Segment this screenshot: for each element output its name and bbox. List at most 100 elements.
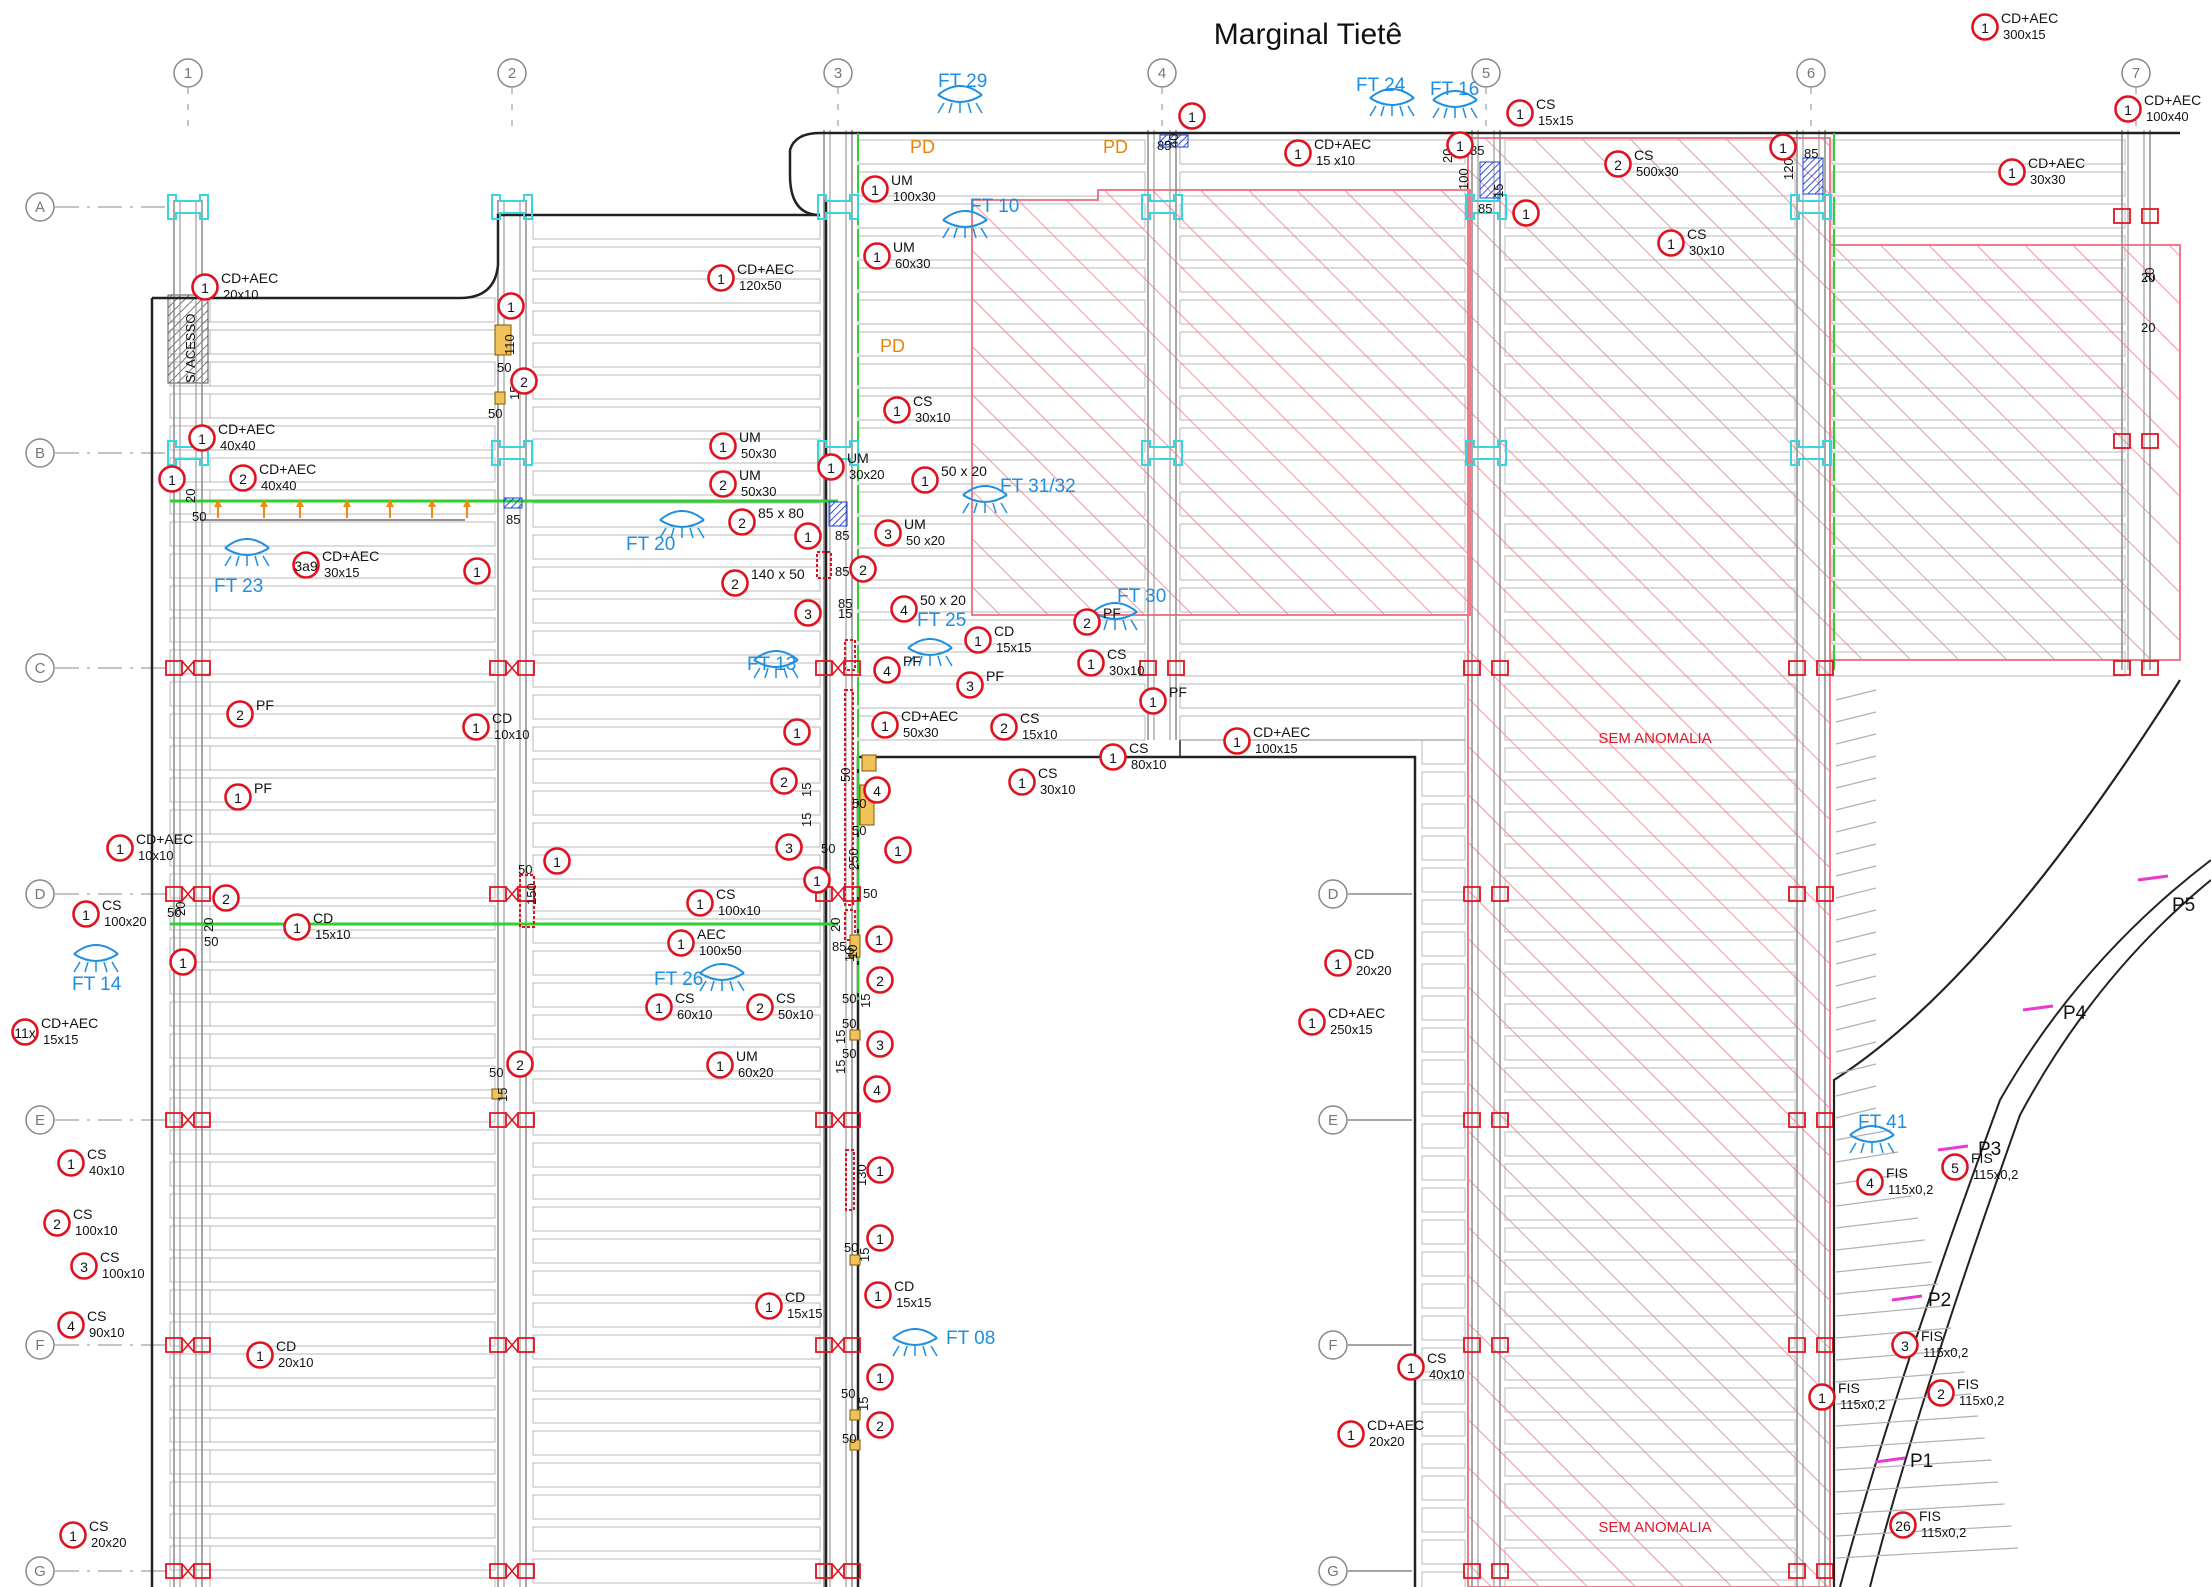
- marker-label: 100x20: [104, 914, 147, 929]
- anomaly-marker: 2: [770, 767, 798, 795]
- camera-eye-lash: [922, 1345, 927, 1357]
- camera-eye-arc: [1369, 97, 1415, 106]
- marker-label: 80x10: [1131, 757, 1166, 772]
- marker-label: 120x50: [739, 278, 782, 293]
- bearing-symbol: [1141, 440, 1183, 466]
- dimension-label: 50: [167, 905, 181, 920]
- marker-circle: [863, 242, 891, 270]
- dimension-label: 50: [842, 991, 856, 1006]
- marker-number: 1: [82, 907, 90, 923]
- marker-label: 40x10: [1429, 1367, 1464, 1382]
- marker-number: 1: [765, 1299, 773, 1315]
- deck-plank: [209, 809, 496, 835]
- ramp-plank: [1835, 1481, 1999, 1493]
- marker-circle: [866, 1411, 894, 1439]
- svg-text:4: 4: [1158, 65, 1166, 82]
- deck-plank: [532, 694, 821, 720]
- ramp-plank: [1835, 1459, 1992, 1471]
- marker-label: CD: [492, 710, 512, 726]
- marker-circle: [863, 1075, 891, 1103]
- dimension-label: 15: [833, 1030, 848, 1044]
- deck-plank: [209, 905, 496, 931]
- marker-circle: [866, 1224, 894, 1252]
- dimension-label: 40: [1166, 134, 1181, 148]
- anomaly-marker: 1: [169, 948, 197, 976]
- marker-label: 60x30: [895, 256, 930, 271]
- pd-label: PD: [880, 336, 905, 356]
- deck-plank: [532, 374, 821, 400]
- marker-number: 1: [69, 1528, 77, 1544]
- marker-label: 15x10: [315, 927, 350, 942]
- no-anomaly-label: SEM ANOMALIA: [1598, 730, 1711, 747]
- marker-number: 1: [974, 633, 982, 649]
- marker-number: 1: [1981, 20, 1989, 36]
- photo-label-ft08: FT 08: [946, 1328, 995, 1349]
- photo-points: FT 29 FT 24 FT 16 FT 10 FT 31/32 FT 20 F…: [72, 71, 1907, 1349]
- ramp-plank: [1835, 1437, 1985, 1449]
- camera-eye-lash: [73, 961, 81, 973]
- marker-circle: [709, 432, 737, 460]
- marker-circle: [873, 656, 901, 684]
- marker-label: 10x10: [494, 727, 529, 742]
- marker-circle: [2114, 95, 2142, 123]
- deck-edge: [152, 213, 820, 300]
- deck-plank: [209, 1097, 496, 1123]
- dimension-label: 50: [488, 406, 502, 421]
- anomaly-marker: 285 x 80: [728, 505, 804, 536]
- deck-plank: [169, 1417, 211, 1443]
- deck-plank: [169, 777, 211, 803]
- ramp-plank: [1835, 733, 1877, 745]
- marker-label: CD+AEC: [221, 270, 278, 286]
- marker-label: 15 x10: [1316, 153, 1355, 168]
- bearing-symbol-red: [1788, 886, 1834, 902]
- bearing-symbol: [1790, 440, 1832, 466]
- camera-eye-lash: [224, 555, 232, 567]
- marker-number: 1: [793, 725, 801, 741]
- marker-number: 1: [894, 843, 902, 859]
- column-axis-5: 5: [1471, 58, 1501, 88]
- defect-patch-yellow: [849, 1409, 861, 1421]
- camera-eye-lash: [103, 961, 108, 973]
- marker-circle: [866, 1156, 894, 1184]
- camera-eye-lash: [1122, 619, 1127, 631]
- marker-number: 1: [696, 896, 704, 912]
- marker-circle: [543, 847, 571, 875]
- marker-circle: [57, 1311, 85, 1339]
- marker-circle: [686, 889, 714, 917]
- dimension-label: 50: [838, 768, 853, 782]
- marker-label: CS: [1020, 710, 1039, 726]
- bearing-symbol-red: [1463, 1337, 1509, 1353]
- defect-patch-red: [519, 874, 535, 928]
- svg-text:A: A: [35, 199, 45, 216]
- marker-number: 2: [520, 374, 528, 390]
- marker-circle: [1891, 1331, 1919, 1359]
- orange-arrow-head: [428, 499, 436, 507]
- deck-plank: [209, 1385, 496, 1411]
- marker-label: 20x20: [91, 1535, 126, 1550]
- marker-number: 1: [1188, 109, 1196, 125]
- deck-plank: [169, 841, 211, 867]
- marker-number: 1: [876, 1231, 884, 1247]
- marker-circle: [43, 1209, 71, 1237]
- anomaly-marker: 4: [863, 1075, 891, 1103]
- ramp-plank: [1835, 975, 1877, 987]
- dimension-label: 15: [858, 994, 873, 1008]
- anomaly-marker: 3: [775, 833, 803, 861]
- marker-number: 1: [2124, 102, 2132, 118]
- pier-joint: [1937, 1144, 1969, 1152]
- bearing-symbol: [1790, 194, 1832, 220]
- camera-eye-icon: [942, 210, 988, 239]
- camera-eye-lash: [1380, 105, 1385, 117]
- marker-circle: [728, 508, 756, 536]
- marker-number: 1: [1818, 1390, 1826, 1406]
- defect-patch-yellow: [494, 324, 512, 356]
- marker-label: 50 x 20: [920, 592, 966, 608]
- marker-number: 1: [472, 720, 480, 736]
- dimension-label: 20: [2142, 268, 2157, 282]
- row-axis-f-right: F: [1318, 1330, 1348, 1360]
